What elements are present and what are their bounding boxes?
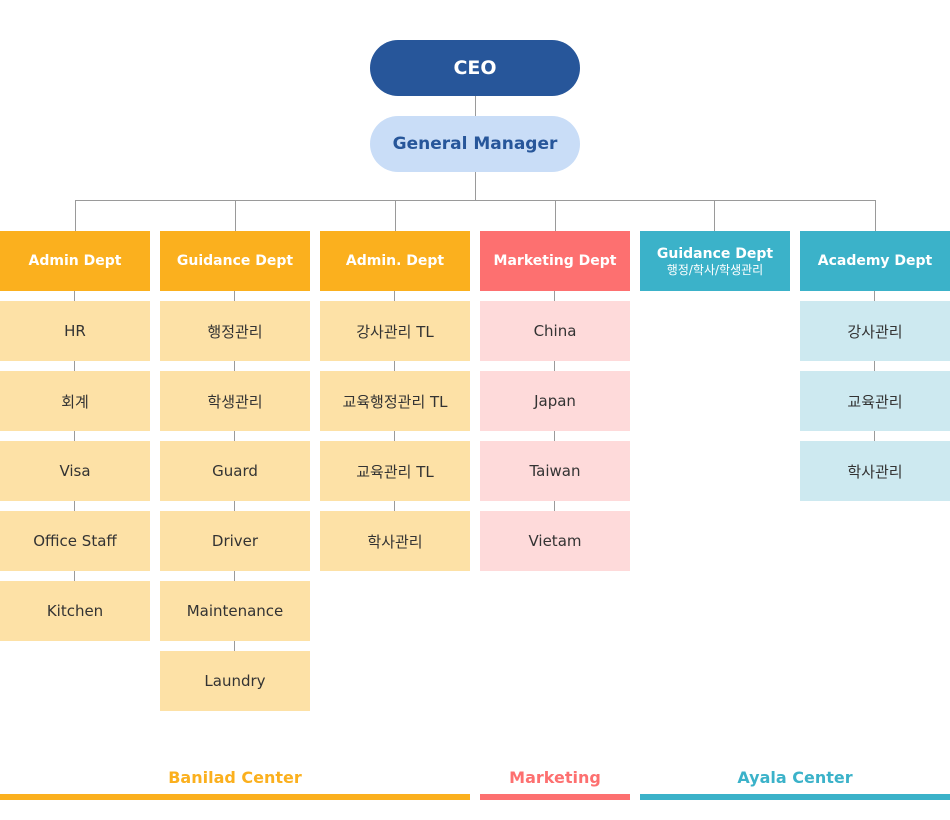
dept-item: 교육행정관리 TL bbox=[320, 361, 470, 431]
connector-drop-6 bbox=[875, 200, 876, 231]
dept-item: China bbox=[480, 291, 630, 361]
dept-title: Guidance Dept bbox=[176, 252, 294, 269]
footer-bar-ayala bbox=[640, 794, 950, 800]
dept-item: 강사관리 TL bbox=[320, 291, 470, 361]
dept-header: Admin Dept bbox=[0, 231, 150, 291]
dept-item: Guard bbox=[160, 431, 310, 501]
dept-title: Marketing Dept bbox=[493, 252, 617, 269]
dept-item: 교육관리 bbox=[800, 361, 950, 431]
general-manager-node: General Manager bbox=[370, 116, 580, 172]
dept-item: Maintenance bbox=[160, 571, 310, 641]
dept-item: 교육관리 TL bbox=[320, 431, 470, 501]
dept-item: Visa bbox=[0, 431, 150, 501]
dept-subtitle: 행정/학사/학생관리 bbox=[666, 262, 764, 277]
dept-title: Admin. Dept bbox=[345, 252, 445, 269]
dept-header: Guidance Dept bbox=[160, 231, 310, 291]
dept-item: 행정관리 bbox=[160, 291, 310, 361]
footer-label-ayala: Ayala Center bbox=[737, 768, 853, 787]
dept-item: 회계 bbox=[0, 361, 150, 431]
dept-item: 학사관리 bbox=[800, 431, 950, 501]
footer-bar-marketing bbox=[480, 794, 630, 800]
dept-header: Marketing Dept bbox=[480, 231, 630, 291]
dept-header: Admin. Dept bbox=[320, 231, 470, 291]
connector-ceo-gm bbox=[475, 96, 476, 116]
connector-drop-2 bbox=[235, 200, 236, 231]
dept-item: Japan bbox=[480, 361, 630, 431]
dept-header: Academy Dept bbox=[800, 231, 950, 291]
connector-gm-down bbox=[475, 172, 476, 200]
dept-item: 강사관리 bbox=[800, 291, 950, 361]
connector-drop-5 bbox=[714, 200, 715, 231]
footer-label-banilad: Banilad Center bbox=[168, 768, 302, 787]
dept-title: Admin Dept bbox=[28, 252, 122, 269]
footer-bar-banilad bbox=[0, 794, 470, 800]
dept-item: 학생관리 bbox=[160, 361, 310, 431]
dept-header: Guidance Dept 행정/학사/학생관리 bbox=[640, 231, 790, 291]
dept-title: Academy Dept bbox=[817, 252, 933, 269]
dept-item: Office Staff bbox=[0, 501, 150, 571]
dept-item: Kitchen bbox=[0, 571, 150, 641]
dept-item: Vietam bbox=[480, 501, 630, 571]
dept-title: Guidance Dept bbox=[656, 245, 774, 262]
connector-drop-1 bbox=[75, 200, 76, 231]
connector-drop-3 bbox=[395, 200, 396, 231]
dept-item: HR bbox=[0, 291, 150, 361]
dept-item: Driver bbox=[160, 501, 310, 571]
footer-label-marketing: Marketing bbox=[509, 768, 601, 787]
dept-item: Taiwan bbox=[480, 431, 630, 501]
ceo-node: CEO bbox=[370, 40, 580, 96]
connector-drop-4 bbox=[555, 200, 556, 231]
dept-item: Laundry bbox=[160, 641, 310, 711]
dept-column-guidance-ayala: Guidance Dept 행정/학사/학생관리 bbox=[640, 231, 790, 291]
dept-item: 학사관리 bbox=[320, 501, 470, 571]
connector-horizontal bbox=[75, 200, 876, 201]
